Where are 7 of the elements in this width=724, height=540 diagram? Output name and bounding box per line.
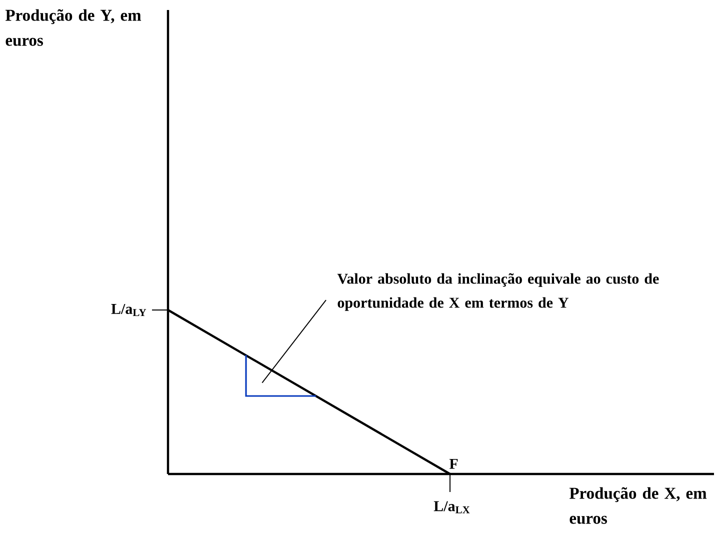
- point-label: F: [449, 458, 458, 469]
- leader-line: [262, 300, 326, 384]
- tick-label: L/a$_{LX}$: [434, 501, 470, 514]
- axis-title: Produção de Y, em euros: [6, 9, 142, 46]
- annotation-text: Valor absoluto da inclinação equivale ao custo de oportunidade de X em termos de Y: [337, 273, 659, 311]
- tick-label: L/a$_{LY}$: [111, 304, 146, 316]
- axis-title: Produção de X, em euros: [569, 487, 707, 524]
